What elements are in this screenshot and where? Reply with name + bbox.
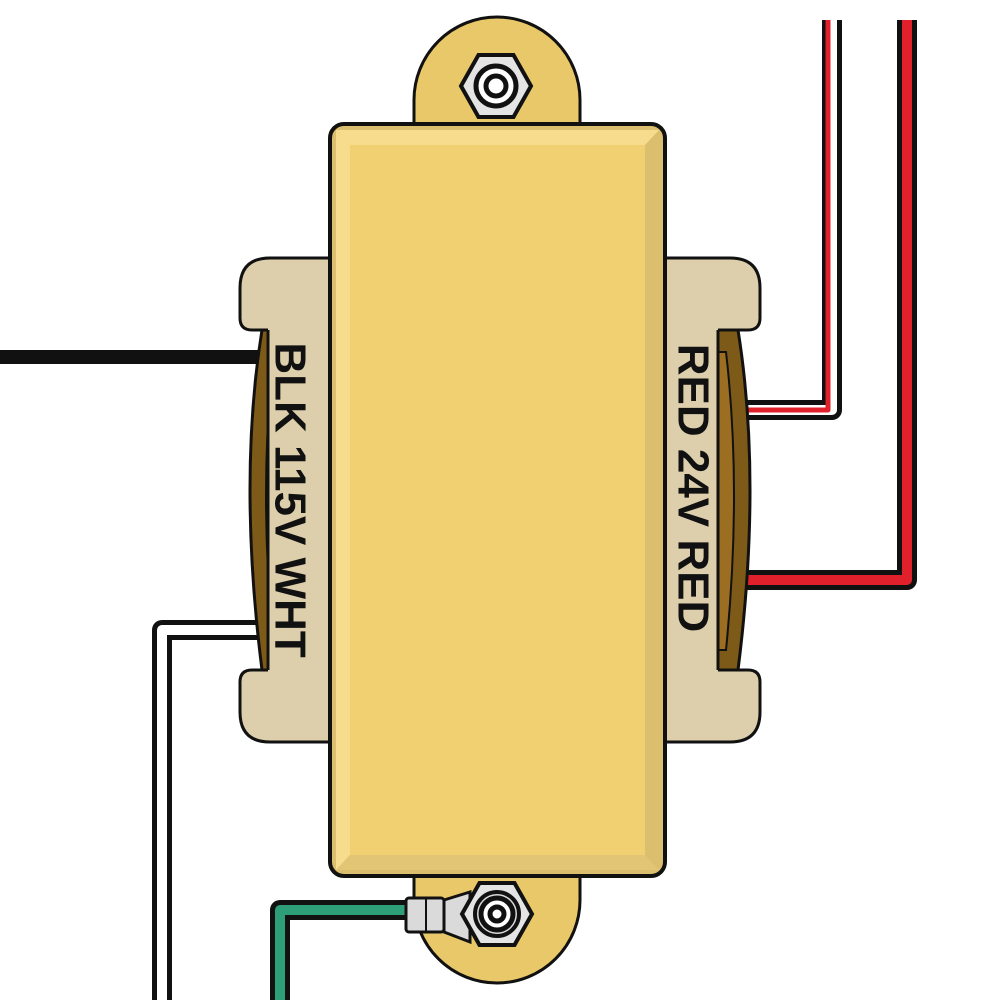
secondary-bobbin (658, 256, 762, 744)
white-primary-wire (152, 620, 260, 1000)
green-ground-wire (270, 900, 420, 1000)
primary-winding-label: BLK 115V WHT (265, 342, 314, 658)
ring-terminal (404, 889, 472, 945)
hex-nut-icon (458, 53, 534, 119)
red-secondary-wire-2 (745, 20, 917, 590)
transformer-can (328, 122, 667, 878)
hex-nut-ground-icon (459, 881, 535, 947)
red-secondary-wire-1 (745, 20, 842, 420)
primary-bobbin (238, 256, 342, 744)
black-primary-wire (0, 344, 273, 364)
secondary-winding-label: RED 24V RED (668, 344, 717, 633)
